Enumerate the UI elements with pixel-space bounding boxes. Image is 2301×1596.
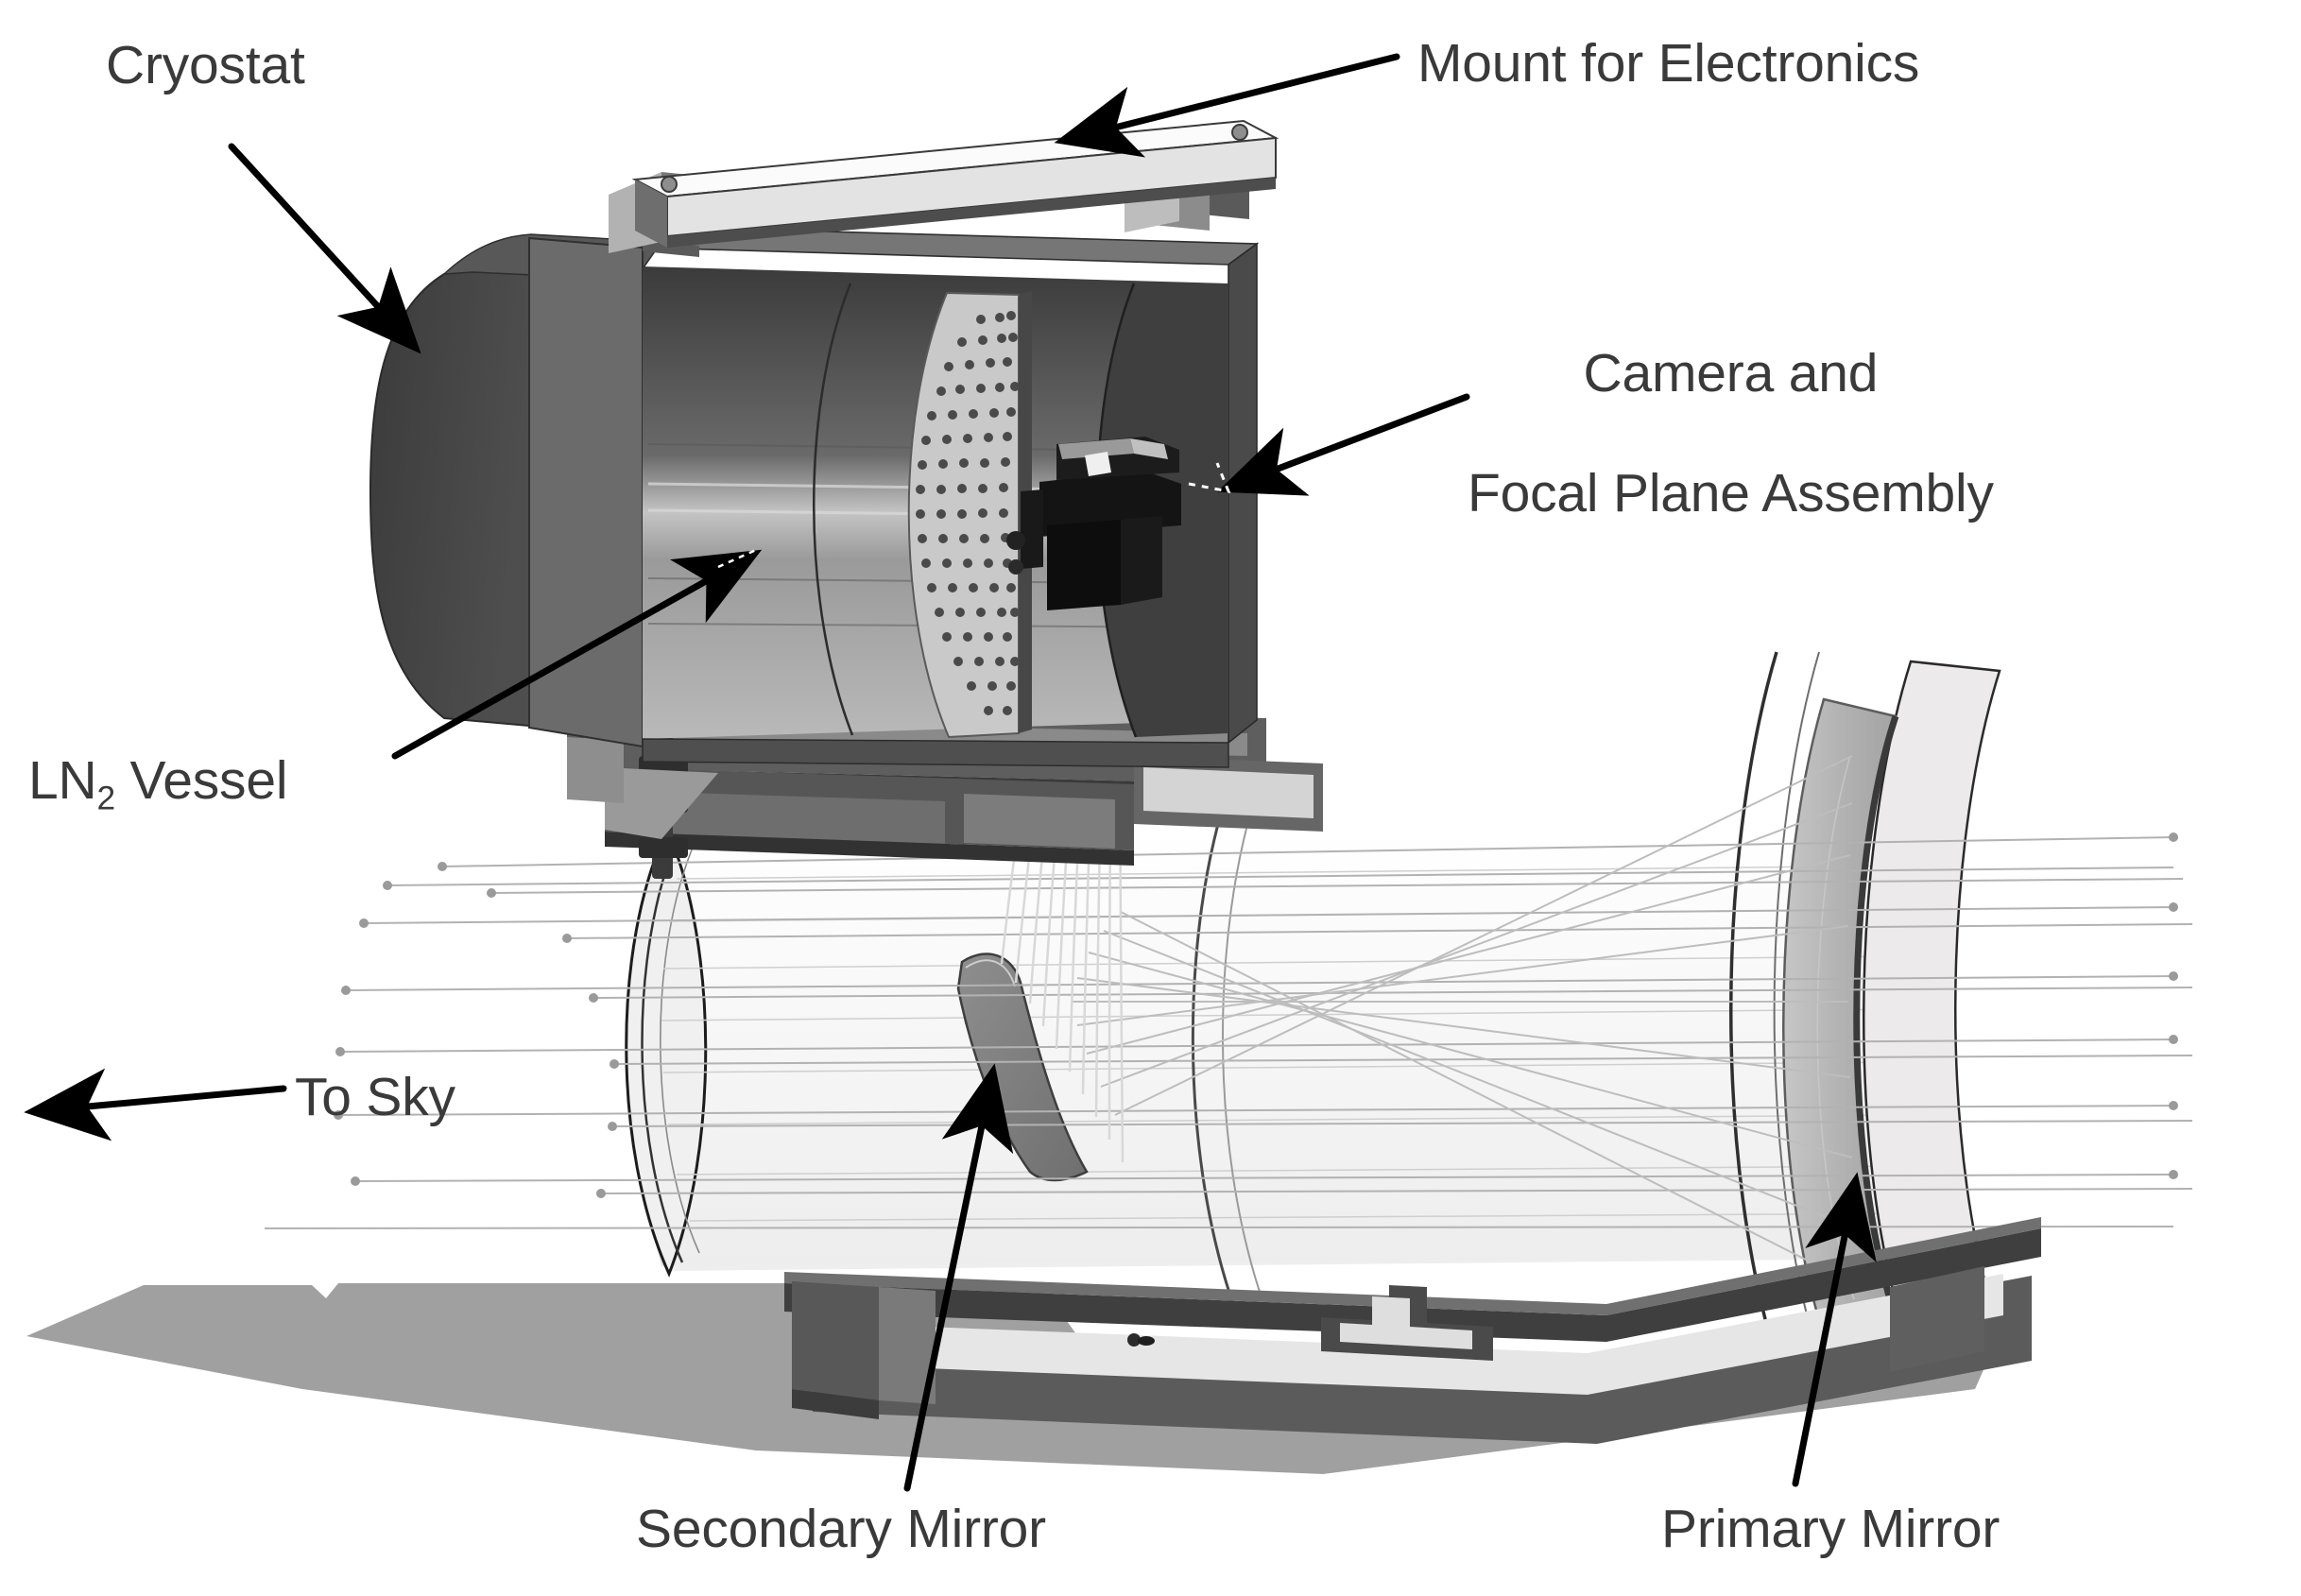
label-camera-line1: Camera and xyxy=(1583,342,1879,403)
label-cryostat: Cryostat xyxy=(106,35,305,95)
leader-tosky xyxy=(24,1068,287,1141)
ln2-arrow-dotted-accent xyxy=(717,548,757,569)
telescope-tube xyxy=(625,651,2005,1376)
label-mount-for-electronics: Mount for Electronics xyxy=(1417,33,1920,94)
leader-mount xyxy=(1054,53,1400,158)
label-ln2-vessel: LN2 Vessel xyxy=(28,750,288,817)
leader-primary xyxy=(1792,1172,1877,1487)
label-primary-mirror: Primary Mirror xyxy=(1661,1499,2000,1559)
leader-camera xyxy=(1217,393,1470,496)
base-rail xyxy=(784,1217,2041,1444)
leader-arrows xyxy=(24,53,1877,1492)
incoming-rays xyxy=(264,836,2193,1229)
camera-arrow-dotted-accent xyxy=(1188,462,1231,493)
leader-secondary xyxy=(903,1063,1014,1492)
label-camera-focal-plane-assembly: Camera and Focal Plane Assembly xyxy=(1468,283,1994,585)
ln2-vessel-plate xyxy=(907,291,1032,739)
camera-focal-plane-assembly xyxy=(1006,437,1181,610)
label-secondary-mirror: Secondary Mirror xyxy=(636,1499,1046,1559)
mount-for-electronics xyxy=(609,119,1279,257)
reflected-rays xyxy=(1073,755,1857,1286)
ray-endpoint-dots xyxy=(334,832,2178,1198)
leader-ln2 xyxy=(391,549,763,760)
leader-cryostat xyxy=(228,143,421,354)
label-ln2-suffix: Vessel xyxy=(114,750,288,811)
label-ln2-subscript: 2 xyxy=(96,780,115,817)
label-to-sky: To Sky xyxy=(295,1067,455,1127)
label-ln2-prefix: LN xyxy=(28,750,97,811)
label-camera-line2: Focal Plane Assembly xyxy=(1468,463,1994,524)
cryostat xyxy=(369,226,1260,768)
